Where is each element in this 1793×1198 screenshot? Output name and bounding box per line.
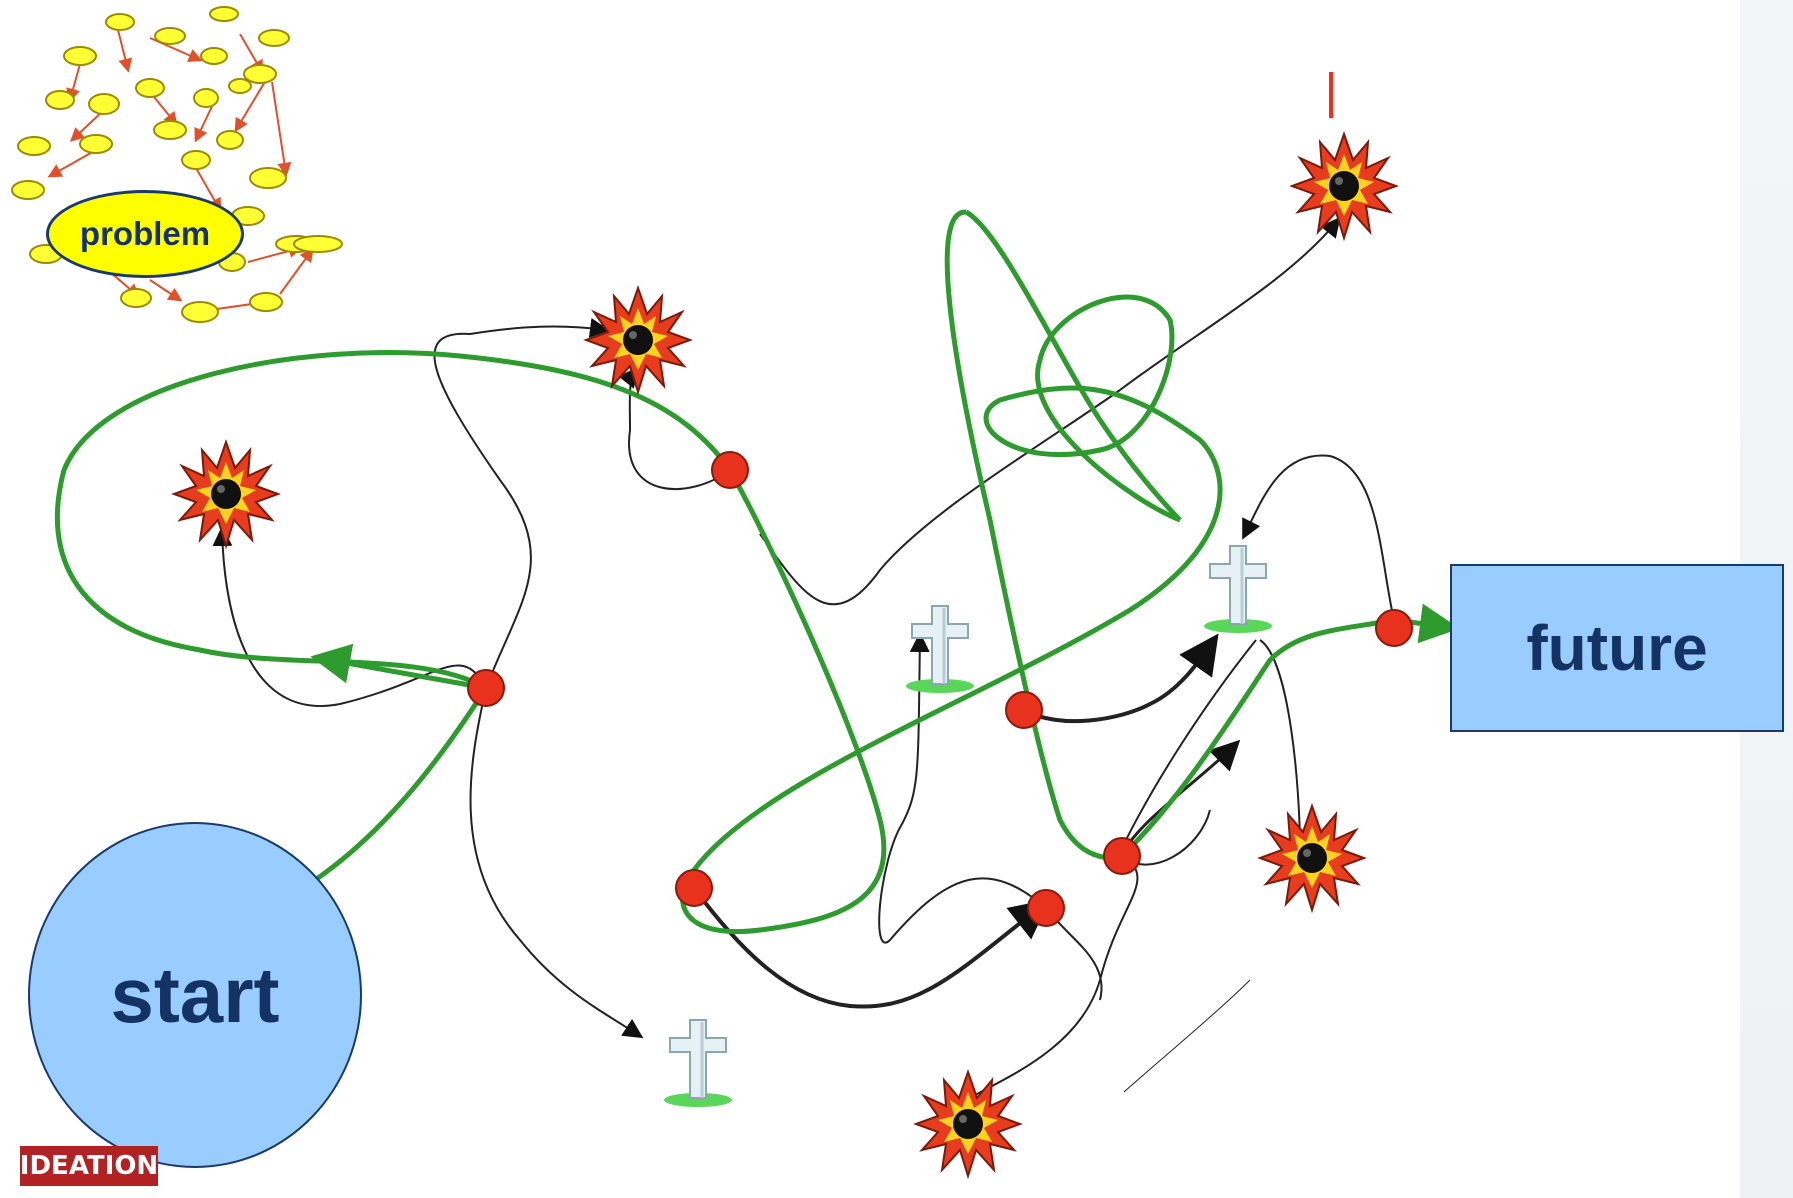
ideation-text: IDEATION: [19, 1151, 159, 1181]
problem-label: problem: [46, 190, 244, 278]
start-text: start: [110, 950, 280, 1039]
red-mark: [1329, 72, 1333, 118]
future-text: future: [1526, 612, 1708, 684]
future-node: future: [1450, 564, 1784, 732]
explosion-icon: [585, 287, 691, 393]
ideation-badge: IDEATION: [20, 1146, 158, 1186]
problem-text: problem: [79, 215, 211, 252]
explosion-icon: [915, 1071, 1021, 1177]
connector-arrows: [212, 216, 1395, 1101]
gravestone-icon: [662, 1018, 734, 1109]
decision-nodes: [467, 451, 1413, 927]
explosion-icon: [1259, 805, 1365, 911]
start-node: start: [28, 822, 362, 1168]
explosion-icon: [173, 441, 279, 547]
green-path: [54, 209, 1460, 934]
explosion-icon: [1291, 133, 1397, 239]
gravestone-icon: [1202, 544, 1274, 635]
gravestone-icon: [904, 604, 976, 695]
